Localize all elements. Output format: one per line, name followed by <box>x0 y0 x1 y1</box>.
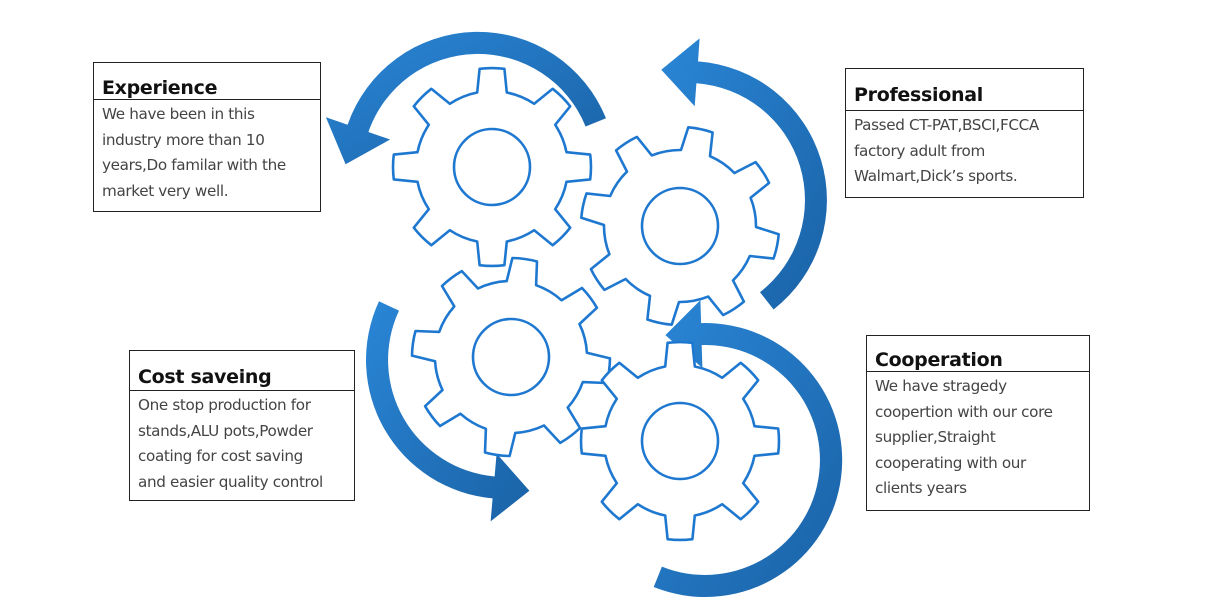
cooperation-title: Cooperation <box>867 336 1089 372</box>
gear-outline <box>579 340 781 542</box>
gear-outline <box>410 256 612 458</box>
arrow-bottom-right-up-icon <box>653 300 843 598</box>
cooperation-line: supplier,Straight <box>875 428 996 446</box>
experience-line: years,Do familar with the <box>102 156 286 174</box>
cooperation-box: Cooperation We have stragedy coopertion … <box>866 335 1090 511</box>
professional-box: Professional Passed CT-PAT,BSCI,FCCA fac… <box>845 68 1084 198</box>
cost-saving-line: and easier quality control <box>138 472 323 491</box>
gear-hub <box>640 186 720 266</box>
gear-outline <box>580 126 780 326</box>
professional-line: Walmart,Dick’s sports. <box>854 167 1018 185</box>
gear-top-right-icon <box>580 126 780 326</box>
gear-bottom-right-icon <box>579 340 781 542</box>
arrow-left-clockwise-icon <box>366 301 530 522</box>
cooperation-line: coopertion with our core <box>875 402 1053 421</box>
cooperation-line: We have stragedy <box>875 377 1007 395</box>
cooperation-line: clients years <box>875 479 967 497</box>
experience-box: Experience We have been in this industry… <box>93 62 321 212</box>
gear-middle-left-icon <box>410 256 612 458</box>
experience-title: Experience <box>94 63 320 100</box>
cost-saving-line: coating for cost saving <box>138 447 303 465</box>
cost-saving-title: Cost saveing <box>130 351 354 391</box>
professional-line: Passed CT-PAT,BSCI,FCCA <box>854 116 1039 134</box>
arrows-layer <box>325 31 843 598</box>
gear-top-left-icon <box>391 66 593 268</box>
professional-title: Professional <box>846 69 1083 111</box>
cost-saving-line: One stop production for <box>138 396 311 414</box>
gear-hub <box>640 401 720 481</box>
arrow-top-counterclockwise-icon <box>325 31 606 165</box>
gear-hub <box>471 317 551 397</box>
cooperation-line: cooperating with our <box>875 453 1026 472</box>
experience-line: We have been in this <box>102 105 255 123</box>
cost-saving-box: Cost saveing One stop production for sta… <box>129 350 355 501</box>
experience-line: market very well. <box>102 181 229 200</box>
experience-body: We have been in this industry more than … <box>94 100 320 208</box>
professional-line: factory adult from <box>854 141 985 160</box>
gears-layer <box>391 66 781 542</box>
professional-body: Passed CT-PAT,BSCI,FCCA factory adult fr… <box>846 111 1083 194</box>
cost-saving-line: stands,ALU pots,Powder <box>138 421 313 440</box>
cooperation-body: We have stragedy coopertion with our cor… <box>867 372 1089 506</box>
experience-line: industry more than 10 <box>102 130 265 149</box>
gear-outline <box>391 66 593 268</box>
gear-hub <box>452 127 532 207</box>
cost-saving-body: One stop production for stands,ALU pots,… <box>130 391 354 499</box>
arrow-right-counterclockwise-icon <box>661 38 827 310</box>
